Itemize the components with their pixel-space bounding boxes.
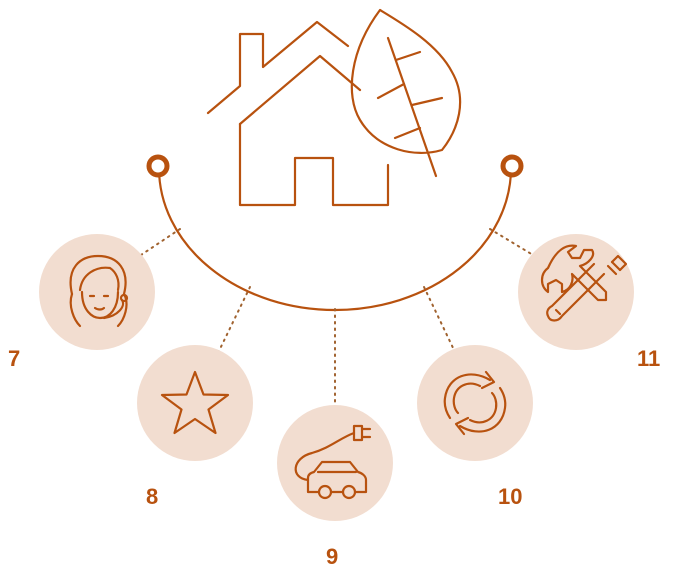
- node-7: 7: [8, 234, 155, 371]
- star-icon: [160, 370, 230, 435]
- node-9: 9: [277, 405, 393, 569]
- connector-10: [423, 286, 456, 353]
- customer-support-icon: [69, 254, 129, 328]
- node-11-number: 11: [637, 346, 660, 371]
- node-8: 8: [137, 345, 253, 509]
- refresh-cycle-icon: [443, 370, 507, 436]
- arc-end-left: [146, 154, 170, 178]
- connector-8: [217, 286, 251, 354]
- house-icon: [206, 20, 390, 207]
- node-9-number: 9: [326, 544, 338, 569]
- connector-7: [134, 228, 181, 260]
- connector-11: [489, 228, 534, 256]
- node-7-number: 7: [8, 346, 20, 371]
- node-10: 10: [417, 345, 533, 509]
- electric-car-icon: [294, 424, 372, 500]
- arc-end-right: [500, 154, 524, 178]
- leaf-icon: [350, 8, 462, 178]
- node-10-number: 10: [498, 484, 522, 509]
- node-11: 11: [518, 234, 660, 371]
- tools-icon: [540, 244, 628, 322]
- node-8-number: 8: [146, 484, 158, 509]
- connector-arc: [157, 166, 513, 312]
